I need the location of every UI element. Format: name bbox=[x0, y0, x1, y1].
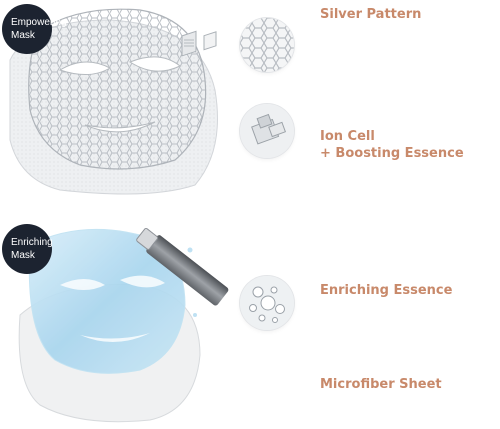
enriching-mask-illustration bbox=[17, 228, 229, 423]
ion-cell-icon bbox=[240, 104, 294, 158]
label-text: Enriching Essence bbox=[320, 283, 453, 298]
label-text: Silver Pattern bbox=[320, 7, 422, 22]
enriching-essence-label: Enriching Essence bbox=[320, 282, 452, 299]
bubbles-icon bbox=[240, 276, 294, 330]
hexagon-mesh-icon bbox=[240, 18, 294, 72]
ion-cell-label: Ion Cell + Boosting Essence bbox=[320, 128, 464, 162]
badge-line-1: Enriching bbox=[11, 237, 53, 248]
badge-line-2: Mask bbox=[11, 30, 35, 41]
silver-pattern-label: Silver Pattern bbox=[320, 6, 421, 23]
enriching-mask-badge: Enriching Mask bbox=[2, 224, 53, 274]
label-text: Microfiber Sheet bbox=[320, 377, 442, 392]
badge-line-1: Empowering bbox=[11, 17, 67, 28]
empowering-mask-badge: Empowering Mask bbox=[2, 4, 67, 54]
ion-cell-detail bbox=[240, 104, 294, 158]
silver-pattern-detail bbox=[240, 18, 294, 72]
label-text-line-1: Ion Cell bbox=[320, 129, 375, 144]
microfiber-sheet-label: Microfiber Sheet bbox=[320, 376, 442, 393]
enriching-essence-detail bbox=[240, 276, 294, 330]
label-text-line-2: + Boosting Essence bbox=[320, 146, 464, 161]
badge-line-2: Mask bbox=[11, 250, 35, 261]
empowering-mask-illustration bbox=[9, 8, 218, 195]
